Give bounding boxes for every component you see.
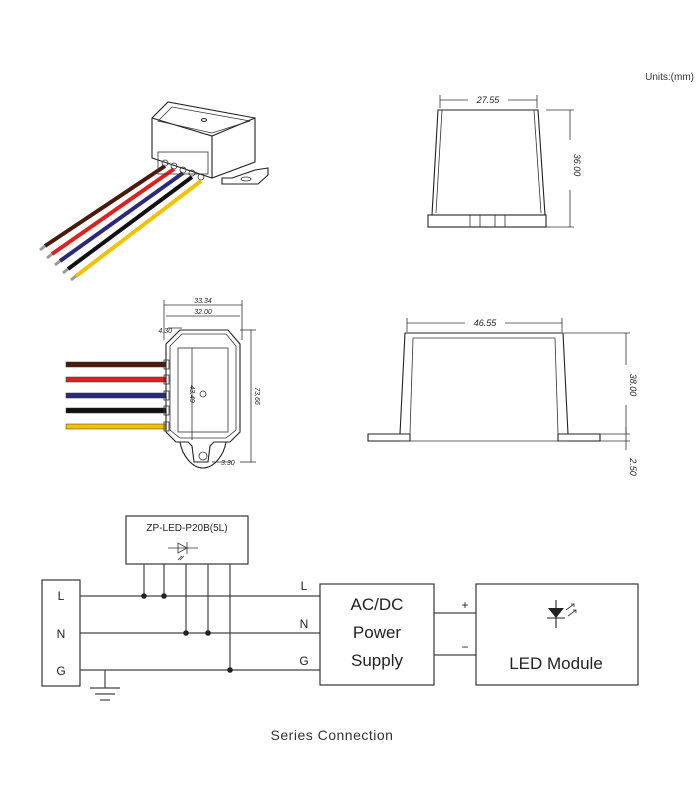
top-length-dim: 73.66 [253, 387, 260, 405]
line-label-n: N [300, 617, 309, 631]
wire-lead-brown [65, 361, 167, 368]
top-tab-dim: 3.30 [221, 460, 235, 467]
ground-icon [90, 670, 120, 701]
wire-brown [43, 164, 167, 248]
wire-lead-red [65, 376, 167, 383]
top-body [165, 329, 241, 463]
wire-tip [70, 274, 77, 282]
junction-dot [227, 667, 233, 673]
diagram-caption: Series Connection [271, 727, 394, 743]
terminal-n: N [57, 627, 66, 641]
front-view: 27.55 36.00 [427, 95, 582, 228]
output-plus: + [461, 598, 468, 612]
wire-tip [39, 244, 46, 252]
protector-module-label: ZP-LED-P20B(5L) [146, 523, 227, 534]
protector-module-box [125, 515, 249, 565]
wire-tip [62, 267, 69, 275]
led-module-box [475, 583, 639, 686]
side-base-dim: 2.50 [628, 457, 638, 476]
wire-red [50, 167, 176, 256]
side-view: 46.55 38.00 2.50 [367, 318, 638, 476]
wire-blue [58, 171, 185, 263]
mount-hole [200, 117, 208, 123]
product-3d-view [39, 101, 269, 282]
side-width-dim: 46.55 [474, 318, 498, 328]
units-label: Units:(mm) [645, 72, 694, 83]
led-icon [547, 600, 577, 628]
wire-black [66, 175, 194, 271]
junction-dot [205, 630, 211, 636]
top-inner-width-dim: 32.00 [194, 309, 212, 316]
wire-lead-yellow [65, 423, 167, 430]
power-supply-box [319, 583, 435, 686]
tvs-diode-icon [168, 542, 198, 561]
junction-dot [161, 593, 167, 599]
center-hole [199, 390, 207, 398]
front-height-dim: 36.00 [572, 154, 582, 177]
psu-label-line1: AC/DC [351, 595, 404, 614]
top-flange-dim: 4.30 [158, 328, 172, 335]
top-hole-spacing-dim: 43.49 [188, 385, 195, 403]
wire-tip [46, 252, 53, 260]
output-minus: − [461, 640, 468, 654]
wire-tip [54, 259, 61, 267]
junction-dot [183, 630, 189, 636]
junction-dot [141, 593, 147, 599]
line-label-l: L [301, 579, 308, 593]
side-height-dim: 38.00 [628, 374, 638, 397]
terminal-l: L [58, 589, 65, 603]
wire-lead-black [65, 407, 167, 414]
psu-label-line2: Power [353, 623, 402, 642]
top-outer-width-dim: 33.34 [194, 298, 212, 305]
top-view: 33.34 32.00 4.30 43.49 73.66 3.30 [65, 298, 260, 469]
line-label-g: G [299, 654, 308, 668]
wire-bundle [39, 164, 203, 282]
side-body [399, 332, 569, 435]
led-module-label: LED Module [509, 654, 603, 673]
product-box [151, 101, 269, 185]
front-body [431, 109, 546, 216]
psu-label-line3: Supply [351, 651, 403, 670]
series-connection-schematic: ZP-LED-P20B(5L) L N G L N G [41, 515, 639, 743]
terminal-g: G [56, 664, 65, 678]
wire-lead-blue [65, 392, 167, 399]
wire-yellow [74, 179, 203, 278]
front-width-dim: 27.55 [476, 95, 501, 105]
